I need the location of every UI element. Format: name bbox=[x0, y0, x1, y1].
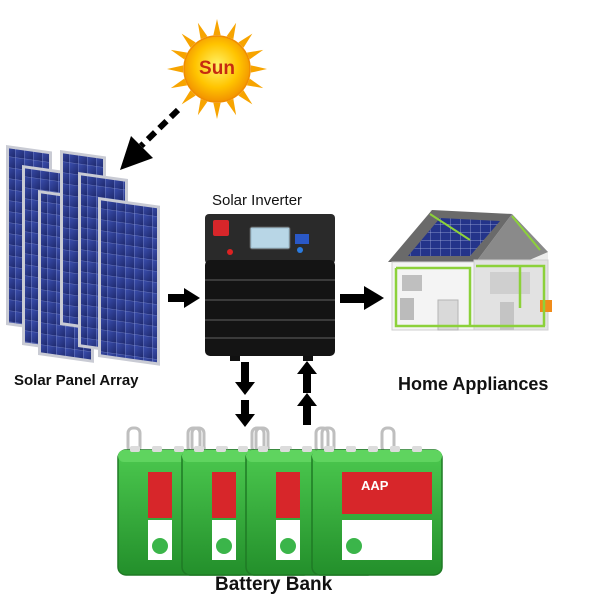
sun-ray bbox=[181, 33, 196, 48]
panels-to-inverter-arrow bbox=[168, 288, 200, 308]
sun-ray bbox=[246, 78, 264, 89]
sun-ray bbox=[226, 22, 237, 40]
home-label: Home Appliances bbox=[398, 374, 549, 394]
inverter-to-home-arrow bbox=[340, 286, 384, 310]
inverter-label: Solar Inverter bbox=[212, 192, 303, 209]
sun-ray bbox=[238, 33, 253, 48]
battery-unit bbox=[311, 426, 443, 576]
house-icon bbox=[388, 210, 552, 331]
sun-ray bbox=[246, 49, 264, 60]
battery-brand-label: AAP bbox=[361, 478, 389, 493]
battery-icon bbox=[117, 426, 443, 576]
sun-ray bbox=[167, 65, 184, 73]
sun-ray bbox=[181, 90, 196, 105]
panels-label: Solar Panel Array bbox=[14, 372, 139, 389]
battery-label: Battery Bank bbox=[215, 574, 333, 595]
inverter-to-battery-arrow bbox=[235, 362, 255, 427]
sun-icon bbox=[167, 19, 267, 119]
solar-panel-icon bbox=[6, 145, 160, 366]
sun-label: Sun bbox=[199, 58, 235, 79]
sun-ray bbox=[250, 65, 267, 73]
sun-to-panels-arrow bbox=[138, 107, 181, 149]
sun-ray bbox=[213, 102, 221, 119]
battery-to-inverter-arrow bbox=[297, 361, 317, 425]
sun-ray bbox=[170, 49, 188, 60]
arrow-icon bbox=[120, 136, 153, 170]
sun-ray bbox=[226, 98, 237, 116]
sun-ray bbox=[213, 19, 221, 36]
sun-ray bbox=[197, 98, 208, 116]
inverter-icon bbox=[205, 214, 335, 361]
sun-ray bbox=[170, 78, 188, 89]
sun-ray bbox=[197, 22, 208, 40]
sun-ray bbox=[238, 90, 253, 105]
